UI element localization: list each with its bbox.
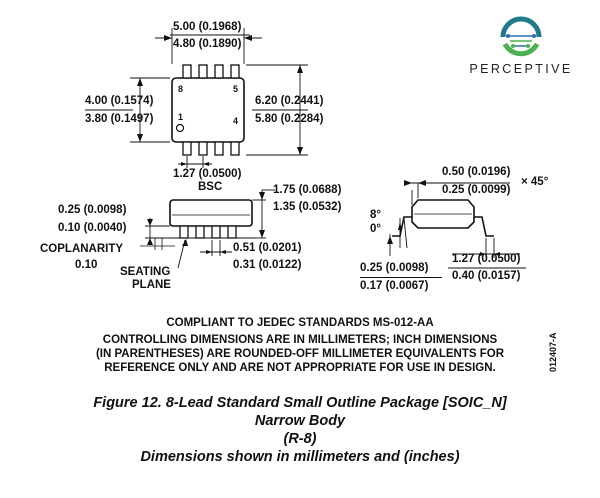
circuit-globe-icon [500,16,542,57]
controlling-dims-note-3: REFERENCE ONLY AND ARE NOT APPROPRIATE F… [104,362,496,374]
seating-plane-line1: SEATING [120,266,171,278]
logo-text: PERCEPTIVE [469,62,573,76]
figure-caption-subtitle: Narrow Body [254,413,346,429]
pin-5-label: 5 [233,84,239,94]
pin-8-label: 8 [178,84,184,94]
span-max-label: 6.20 (0.2441) [255,95,324,107]
body-max-label: 4.00 (0.1574) [85,95,154,107]
height-min-label: 1.35 (0.0532) [273,201,342,213]
span-min-label: 5.80 (0.2284) [255,113,324,125]
body-min-label: 3.80 (0.1497) [85,113,154,125]
lead-thick-divider [360,277,442,278]
jedec-note: COMPLIANT TO JEDEC STANDARDS MS-012-AA [166,317,434,329]
standoff-max-label: 0.25 (0.0098) [58,204,127,216]
width-min-label: 4.80 (0.1890) [173,38,242,50]
lead-thick-min-label: 0.17 (0.0067) [360,280,429,292]
company-logo: PERCEPTIVE [458,12,584,82]
controlling-dims-note-1: CONTROLLING DIMENSIONS ARE IN MILLIMETER… [102,334,498,346]
document-code: 012407-A [548,332,558,372]
pitch-bsc-label: BSC [198,181,223,193]
angle-max-label: 8° [370,209,381,221]
lead-width-max-label: 0.51 (0.0201) [233,242,302,254]
controlling-dims-note-2: (IN PARENTHESES) ARE ROUNDED-OFF MILLIME… [95,348,505,360]
lead-width-min-label: 0.31 (0.0122) [233,259,302,271]
height-max-label: 1.75 (0.0688) [273,184,342,196]
package-top-view [85,28,526,269]
seating-plane-line2: PLANE [132,279,171,291]
pitch-label: 1.27 (0.0500) [173,168,242,180]
pin-1-label: 1 [178,112,184,122]
figure-caption-units: Dimensions shown in millimeters and (inc… [140,449,460,465]
chamfer-suffix-label: × 45° [521,176,549,188]
angle-min-label: 0° [370,223,381,235]
chamfer-max-label: 0.50 (0.0196) [442,166,511,178]
figure-caption-code: (R-8) [283,431,317,447]
coplanarity-value: 0.10 [75,259,98,271]
standoff-min-label: 0.10 (0.0040) [58,222,127,234]
coplanarity-label: COPLANARITY [40,243,124,255]
figure-caption-title: Figure 12. 8-Lead Standard Small Outline… [93,395,507,411]
lead-thick-max-label: 0.25 (0.0098) [360,262,429,274]
width-max-label: 5.00 (0.1968) [173,21,242,33]
chamfer-min-label: 0.25 (0.0099) [442,184,511,196]
foot-min-label: 0.40 (0.0157) [452,270,521,282]
pin-4-label: 4 [233,116,239,126]
foot-max-label: 1.27 (0.0500) [452,253,521,265]
